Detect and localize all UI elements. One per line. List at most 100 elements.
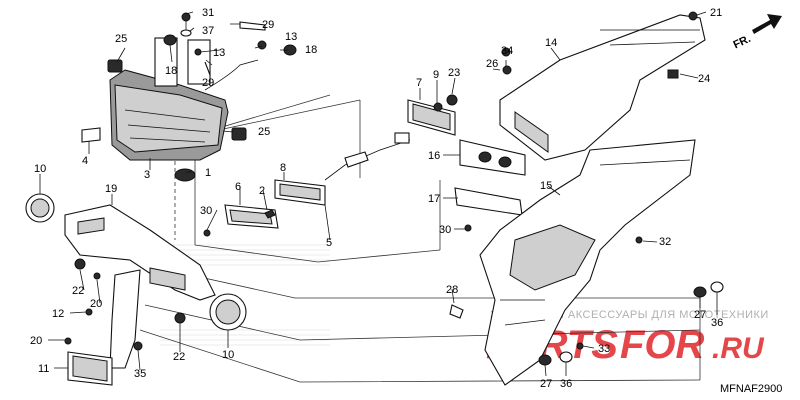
part-18-grommet-left	[163, 34, 177, 46]
part-33-screw	[576, 342, 584, 350]
callout-4: 4	[82, 155, 88, 167]
tail-light-assembly	[81, 12, 297, 182]
callout-12: 12	[52, 308, 64, 320]
callout-13-right: 13	[285, 31, 297, 43]
part-2-bulb	[264, 209, 276, 219]
part-22-nut-left	[74, 258, 86, 270]
callout-9: 9	[433, 69, 439, 81]
callout-2: 2	[259, 185, 265, 197]
callout-16: 16	[428, 150, 440, 162]
part-29-screw-top	[239, 21, 266, 31]
callout-18-right: 18	[305, 44, 317, 56]
front-direction-indicator: FR.	[732, 14, 782, 51]
callout-17: 17	[428, 193, 440, 205]
part-32-screw	[635, 236, 643, 244]
harness-connector	[344, 151, 369, 168]
part-34-nut	[501, 47, 511, 57]
reflector-bracket-group	[25, 193, 247, 386]
callout-22-left: 22	[72, 285, 84, 297]
callout-25-right: 25	[258, 126, 270, 138]
part-16-reflector-base	[459, 139, 526, 176]
callout-28: 28	[446, 284, 458, 296]
part-24-clip	[667, 69, 679, 79]
callout-18-left: 18	[165, 65, 177, 77]
callout-32: 32	[659, 236, 671, 248]
part-9-screw	[433, 102, 443, 112]
part-1-grommet	[174, 168, 196, 182]
callout-25-top: 25	[115, 33, 127, 45]
callout-29-low: 29	[202, 77, 214, 89]
callout-6: 6	[235, 181, 241, 193]
callout-1: 1	[205, 167, 211, 179]
part-20-screw-upper	[93, 272, 101, 280]
part-25-clip-left	[107, 59, 123, 73]
callout-26: 26	[486, 58, 498, 70]
callout-30-right: 30	[439, 224, 451, 236]
part-22-nut-right	[174, 312, 186, 324]
callout-31: 31	[202, 7, 214, 19]
part-17-bracket	[454, 187, 523, 216]
part-27-grommet-lower	[538, 354, 552, 366]
callout-30-left: 30	[200, 205, 212, 217]
part-19-bracket	[64, 204, 216, 301]
tail-light-mount-right	[187, 39, 211, 85]
part-13-collar-right	[257, 40, 267, 50]
callout-10-left: 10	[34, 163, 46, 175]
part-21-bolt	[688, 11, 698, 21]
bracket-stay	[109, 269, 141, 369]
callout-27-lower: 27	[540, 378, 552, 390]
callout-8: 8	[280, 162, 286, 174]
callout-23: 23	[448, 67, 460, 79]
watermark-brand-right: FOR	[620, 323, 705, 367]
callout-10-right: 10	[222, 349, 234, 361]
part-30-screw-right	[464, 224, 472, 232]
leader-lines	[39, 11, 718, 377]
rear-fender-lower	[449, 139, 724, 386]
callout-33: 33	[598, 343, 610, 355]
part-29-screw-low	[204, 61, 211, 76]
part-36-collar-upper	[710, 281, 724, 293]
callout-37: 37	[202, 25, 214, 37]
front-arrow-icon	[752, 14, 782, 34]
license-light-parts	[203, 94, 458, 237]
harness-end-connector	[394, 132, 410, 144]
callout-36-lower: 36	[560, 378, 572, 390]
part-26-washer	[502, 65, 512, 75]
callout-29-top: 29	[262, 19, 274, 31]
part-15-fender-body	[479, 139, 696, 386]
part-25-clip-right	[231, 127, 247, 141]
callout-20-upper: 20	[90, 298, 102, 310]
callout-36-upper: 36	[711, 317, 723, 329]
part-37-washer	[180, 29, 192, 37]
callout-15: 15	[540, 180, 552, 192]
callout-5: 5	[326, 237, 332, 249]
callout-numbers: 31 37 29 13 18 25 18 13 29 25 4 3 1 7 9 …	[30, 7, 723, 390]
callout-27-upper: 27	[694, 309, 706, 321]
part-23-nut	[446, 94, 458, 106]
callout-34: 34	[501, 45, 513, 57]
callout-13-left: 13	[213, 47, 225, 59]
part-36-collar-lower	[559, 351, 573, 363]
diagram-code: MFNAF2900	[720, 383, 782, 395]
part-28-bolt	[449, 304, 464, 319]
part-27-grommet-upper	[693, 286, 707, 298]
callout-21: 21	[710, 7, 722, 19]
callout-11: 11	[38, 363, 49, 375]
part-30-screw-left	[203, 229, 211, 237]
callout-3: 3	[144, 169, 150, 181]
callout-24: 24	[698, 73, 710, 85]
callout-14: 14	[545, 37, 557, 49]
part-4-pad	[81, 127, 101, 143]
watermark: PARTS FOR .RU ЗАПЧАСТИ И АКСЕССУАРЫ ДЛЯ …	[160, 244, 768, 367]
tail-light-mount-left	[154, 37, 178, 87]
part-31-bolt-head	[181, 12, 191, 22]
tail-light-lens	[114, 84, 223, 153]
callout-7: 7	[416, 77, 422, 89]
direction-label: FR.	[732, 33, 753, 51]
callout-19: 19	[105, 183, 117, 195]
callout-35: 35	[134, 368, 146, 380]
part-35-nut	[133, 341, 143, 351]
part-20-screw-lower	[64, 337, 72, 345]
watermark-brand-suffix: .RU	[712, 332, 765, 365]
